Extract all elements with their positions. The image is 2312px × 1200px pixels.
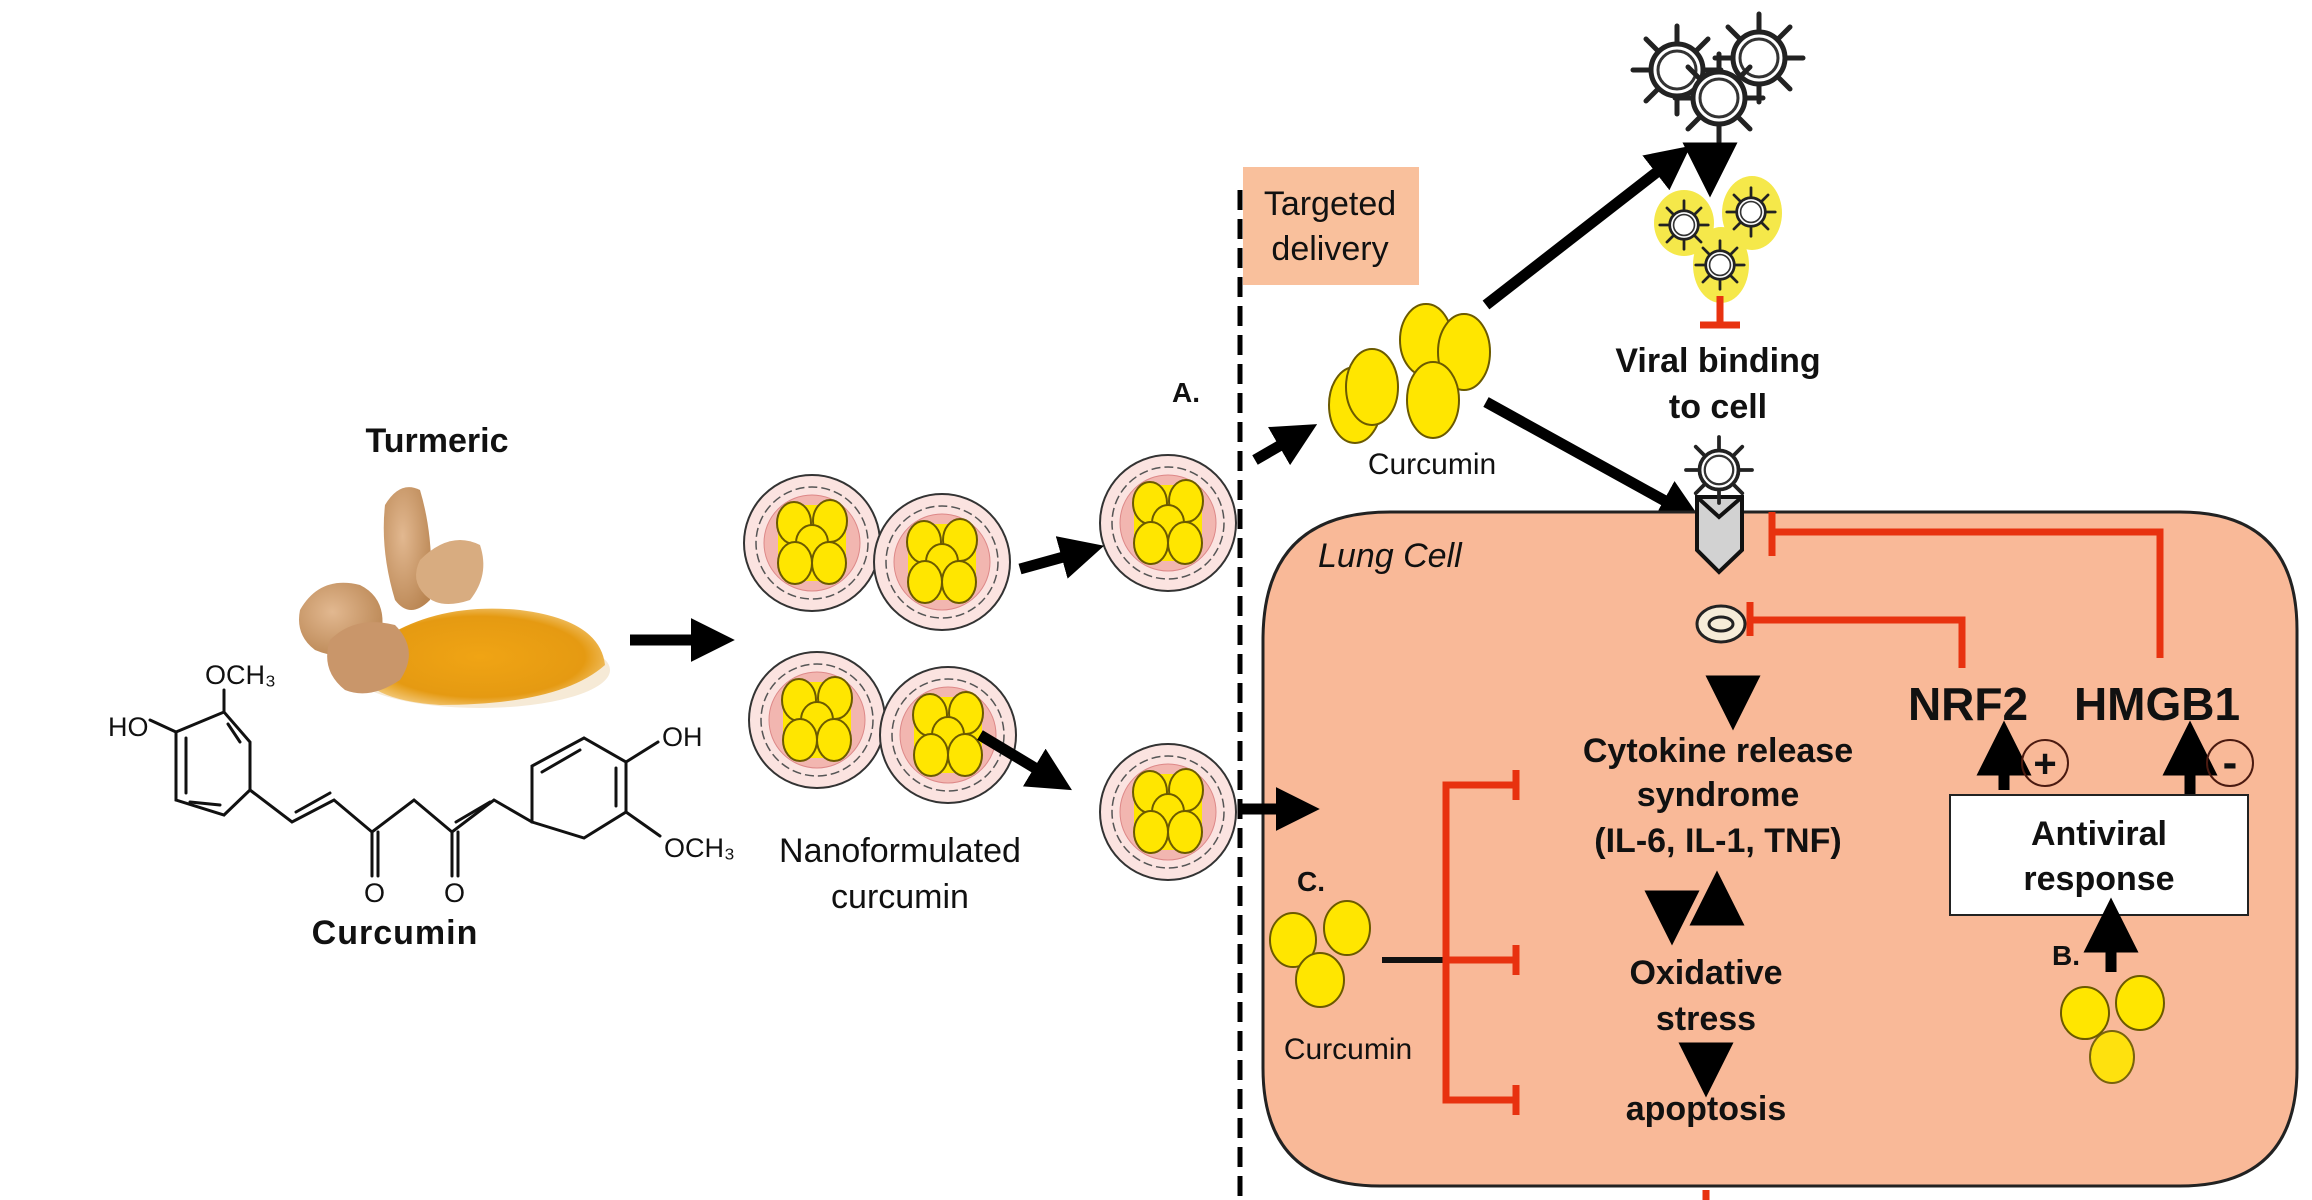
curcumin-bound-viruses xyxy=(1654,176,1782,303)
arrow-nano-to-top xyxy=(1018,536,1105,579)
free-curcumin-cluster xyxy=(1328,303,1491,444)
targeted-delivery-line1: Targeted xyxy=(1264,185,1396,223)
turmeric-label: Turmeric xyxy=(366,422,509,460)
nanoparticle-1 xyxy=(743,474,881,612)
lung-cell xyxy=(1261,510,2299,1188)
arrow-curcumin-to-receptor xyxy=(1483,397,1703,522)
nanoparticle-2 xyxy=(873,493,1011,631)
arrow-curcumin-to-virus xyxy=(1482,145,1691,310)
carbonyl-o-2: O xyxy=(444,878,465,908)
carbonyl-o-1: O xyxy=(364,878,385,908)
svg-text:-: - xyxy=(2223,738,2238,787)
nanoparticle-delivered-bottom xyxy=(1099,743,1237,881)
cell-curcumin-label: Curcumin xyxy=(1284,1033,1412,1066)
left-methoxy-label: OCH₃ xyxy=(205,660,276,690)
right-hydroxyl-label: OH xyxy=(662,722,703,752)
antiviral-curcumin-cluster xyxy=(2060,975,2165,1084)
label-a: A. xyxy=(1172,377,1200,408)
cytokine-line1: Cytokine release xyxy=(1583,732,1853,770)
right-methoxy-label: OCH₃ xyxy=(664,833,735,863)
curcumin-inhibition-bracket xyxy=(1442,781,1516,1104)
nanoparticle-4 xyxy=(879,666,1017,804)
cytokine-line2: syndrome xyxy=(1637,776,1800,814)
ace2-receptor-icon xyxy=(1695,495,1744,575)
curcumin-structure: OCH₃ HO OH OCH₃ O O xyxy=(108,660,735,908)
nanoformulated-label-line2: curcumin xyxy=(831,878,969,916)
oxidative-line1: Oxidative xyxy=(1629,954,1782,992)
hmgb1-inhibition-line xyxy=(1772,528,2164,658)
targeted-delivery-box xyxy=(1243,167,1419,285)
svg-text:+: + xyxy=(2033,742,2056,786)
arrow-into-delivery xyxy=(1252,424,1318,466)
oxidative-line2: stress xyxy=(1656,1000,1756,1038)
upregulation-plus-icon: + xyxy=(2021,739,2069,787)
nanoparticle-delivered-top xyxy=(1099,454,1237,592)
downregulation-minus-icon: - xyxy=(2206,738,2254,787)
free-curcumin-label: Curcumin xyxy=(1368,448,1496,481)
apoptosis-label: apoptosis xyxy=(1626,1090,1787,1128)
virus-icon-3 xyxy=(1675,54,1763,142)
cell-curcumin-cluster xyxy=(1269,900,1371,1008)
virus-on-receptor-icon xyxy=(1684,435,1754,505)
turmeric-image xyxy=(299,487,610,708)
lung-cell-label: Lung Cell xyxy=(1318,537,1463,575)
antiviral-line1: Antiviral xyxy=(2031,815,2167,853)
left-hydroxyl-label: HO xyxy=(108,712,149,742)
nanoformulated-label-line1: Nanoformulated xyxy=(779,832,1021,870)
nrf2-inhibition-line xyxy=(1750,616,1966,668)
endosome-icon xyxy=(1695,604,1747,644)
curcumin-compound-label: Curcumin xyxy=(312,914,479,952)
hmgb1-label: HMGB1 xyxy=(2074,678,2240,730)
arrow-nano-to-bottom xyxy=(977,730,1072,791)
targeted-delivery-line2: delivery xyxy=(1271,230,1388,268)
antiviral-response-box xyxy=(1949,794,2249,916)
nanoparticle-3 xyxy=(748,651,886,789)
cytokine-line3: (IL-6, IL-1, TNF) xyxy=(1594,822,1841,860)
viral-binding-line2: to cell xyxy=(1669,388,1767,426)
antiviral-line2: response xyxy=(2023,860,2174,898)
label-c: C. xyxy=(1297,866,1325,897)
viral-binding-line1: Viral binding xyxy=(1615,342,1820,380)
nrf2-label: NRF2 xyxy=(1908,678,2028,730)
label-b: B. xyxy=(2052,940,2080,971)
